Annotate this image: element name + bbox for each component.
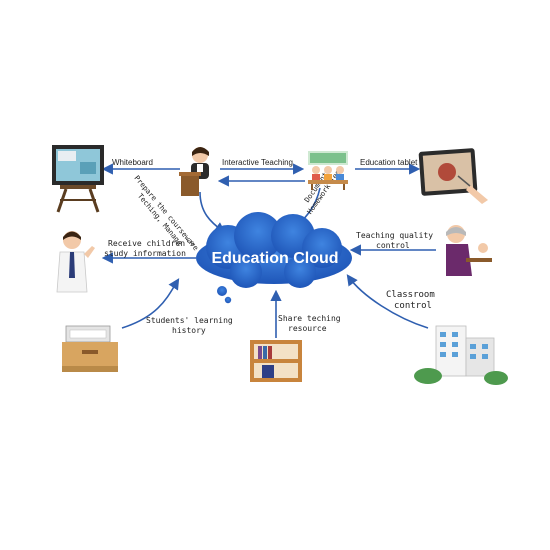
education-tablet-icon [418, 148, 488, 204]
label-education-tablet: Education tablet [360, 158, 418, 167]
label-classroom-line2: control [394, 301, 432, 311]
label-quality-line1: Teaching quality [356, 231, 433, 240]
arrow-teacher-to-cloud [199, 191, 226, 234]
parent-man-icon [56, 231, 95, 293]
classroom-students-icon [308, 151, 348, 190]
label-receive-line2: study information [104, 249, 186, 258]
label-share-line1: Share teching [278, 314, 341, 323]
label-quality-line2: control [376, 241, 410, 250]
label-interactive-teaching: Interactive Teaching [222, 158, 293, 167]
arrows [101, 163, 436, 338]
principal-woman-icon [446, 225, 492, 276]
cloud-title: Education Cloud [211, 250, 338, 267]
label-share-line2: resource [288, 324, 327, 333]
education-cloud: Education Cloud [196, 212, 352, 304]
interactive-whiteboard-icon [52, 145, 104, 213]
label-history-line2: history [172, 326, 206, 335]
record-printer-icon [62, 325, 118, 372]
label-whiteboard: Whiteboard [112, 158, 153, 167]
arrow-building-to-cloud [346, 274, 429, 329]
label-receive-line1: Receive children's [108, 239, 195, 248]
label-history-line1: Students' learning [146, 316, 233, 325]
teacher-at-podium-icon [179, 147, 209, 196]
school-building-icon [414, 325, 508, 385]
label-classroom-line1: Classroom [386, 290, 435, 300]
arrow-printer-to-cloud [121, 278, 180, 329]
resource-bookshelf-icon [250, 340, 302, 382]
